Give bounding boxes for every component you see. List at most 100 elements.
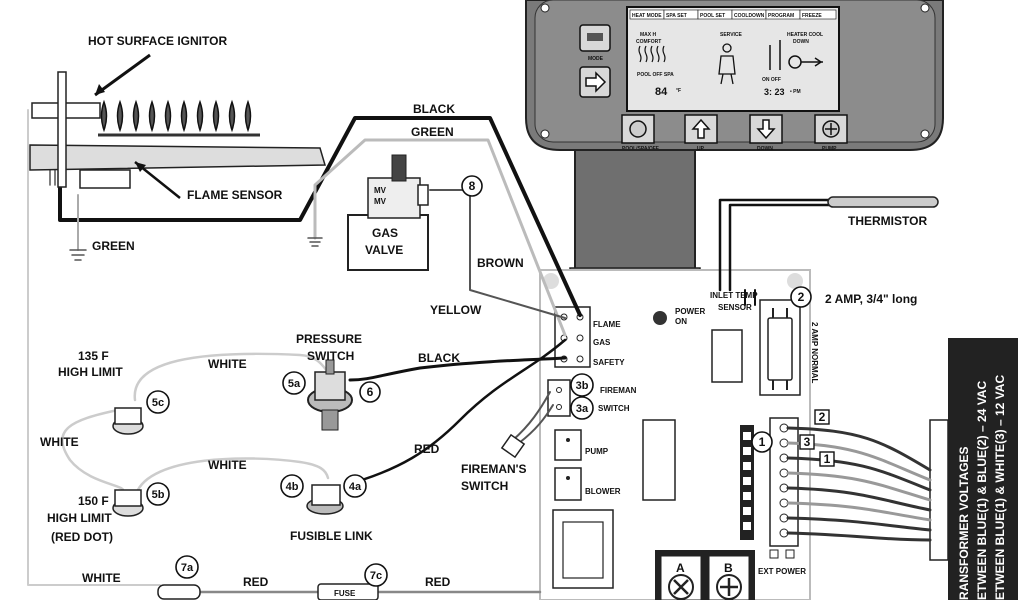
callout-1: 1 <box>759 435 766 449</box>
transformer <box>929 338 1018 600</box>
callout-3b: 3b <box>576 380 589 392</box>
white-wire-label-bottom: WHITE <box>82 571 121 585</box>
callout-8: 8 <box>469 179 476 193</box>
up-label: UP <box>697 146 705 152</box>
callouts <box>146 175 812 587</box>
gas-valve <box>347 154 429 271</box>
terminal-number-boxes <box>799 409 835 467</box>
high-limit-150-label-line1: 150 F <box>78 494 109 508</box>
gas-valve-label-line1: GAS <box>372 226 398 240</box>
inline-fuse <box>317 583 379 600</box>
terminal-block-fireman <box>547 379 571 417</box>
inlet-temp-label-line1: INLET TEMP <box>710 291 758 300</box>
transformer-voltages-line3: ETWEEN BLUE(1) & WHITE(3) – 12 VAC <box>993 375 1007 600</box>
callout-5b: 5b <box>152 489 165 501</box>
fireman-switch-label-line1: FIREMAN <box>600 386 637 395</box>
power-on-label-line1: POWER <box>675 307 705 316</box>
terminal-flame-label: FLAME <box>593 320 621 329</box>
control-board: POWER ON FLAME GAS SAFETY FIREMAN SWITCH <box>539 269 819 600</box>
control-display-unit: HEAT MODE SPA SET POOL SET COOLDOWN PROG… <box>525 0 944 279</box>
red-wire-label-bottom-2: RED <box>425 575 451 589</box>
black-wire-label-mid: BLACK <box>418 351 460 365</box>
callout-4b: 4b <box>286 481 299 493</box>
ext-power-label: EXT POWER <box>758 567 806 576</box>
screen-tab: PROGRAM <box>768 13 794 19</box>
screen-temp-unit: °F <box>676 88 681 94</box>
white-wire-label-left: WHITE <box>40 435 79 449</box>
hot-surface-ignitor-label: HOT SURFACE IGNITOR <box>88 34 227 48</box>
firemans-switch-label-line1: FIREMAN'S <box>461 462 527 476</box>
brown-wire-label: BROWN <box>477 256 524 270</box>
white-wire-label-2: WHITE <box>208 458 247 472</box>
arrow-down-icon <box>756 119 776 140</box>
screen-temperature: 84 <box>655 86 668 98</box>
plus-icon <box>720 578 738 596</box>
ignitor-pointer-arrow <box>94 53 151 97</box>
blower-label: BLOWER <box>585 487 621 496</box>
screen-tab: POOL SET <box>700 13 725 19</box>
inline-connector-7a <box>157 584 201 600</box>
red-wire-label-mid: RED <box>414 442 440 456</box>
screen-tabs: HEAT MODE SPA SET POOL SET COOLDOWN PROG… <box>629 9 837 20</box>
mode-button-label: MODE <box>588 56 604 62</box>
screen-tab: FREEZE <box>802 13 822 19</box>
pump-button[interactable] <box>814 114 848 144</box>
mv-label-bottom: MV <box>374 197 387 206</box>
inlet-temp-label-line2: SENSOR <box>718 303 752 312</box>
burner-flames <box>100 99 252 133</box>
screen-col1-line1: MAX H <box>640 32 657 38</box>
pump-relay <box>554 429 582 461</box>
pressure-switch-label-line1: PRESSURE <box>296 332 362 346</box>
screen-col3-line1: HEATER COOL <box>787 32 823 38</box>
amp-normal-label: 2 AMP NORMAL <box>810 322 819 383</box>
screen-tab: SPA SET <box>666 13 687 19</box>
green-ground-label: GREEN <box>92 239 135 253</box>
pump-label: PUMP <box>585 447 609 456</box>
firemans-switch-connector <box>500 433 526 459</box>
terminal-safety-label: SAFETY <box>593 358 625 367</box>
wires <box>27 109 939 594</box>
arrow-right-icon <box>585 71 607 93</box>
pressure-switch-label-line2: SWITCH <box>307 349 354 363</box>
callout-7c: 7c <box>370 570 382 582</box>
board-fuse-holder <box>759 299 801 396</box>
white-wire-label-1: WHITE <box>208 357 247 371</box>
high-limit-150-switch <box>112 489 144 517</box>
screen-on-off: ON OFF <box>762 77 781 83</box>
power-on-led <box>653 311 667 325</box>
screen-mode-row: POOL OFF SPA <box>637 72 674 78</box>
screen-clock: 3: 23 <box>764 87 785 97</box>
screen-tab: COOLDOWN <box>734 13 765 19</box>
transformer-voltages-line1: RANSFORMER VOLTAGES <box>957 446 971 600</box>
high-limit-135-label-line1: 135 F <box>78 349 109 363</box>
terminal-box-1: 1 <box>824 452 831 466</box>
callout-4a: 4a <box>349 481 362 493</box>
plus-icon <box>825 123 837 135</box>
high-limit-150-label-line3: (RED DOT) <box>51 530 113 544</box>
thermistor-label: THERMISTOR <box>848 214 927 228</box>
transformer-voltages-line2: ETWEEN BLUE(1) & BLUE(2) – 24 VAC <box>975 381 989 600</box>
callout-7a: 7a <box>181 562 194 574</box>
fusible-link <box>306 484 344 515</box>
pressure-switch <box>307 359 353 431</box>
terminal-gas-label: GAS <box>593 338 611 347</box>
arrow-up-icon <box>691 118 711 139</box>
screen-ampm: • PM <box>790 89 801 95</box>
green-wire-label-top: GREEN <box>411 125 454 139</box>
blower-relay <box>554 467 582 501</box>
callout-6: 6 <box>367 385 374 399</box>
terminal-box-3: 3 <box>804 435 811 449</box>
flame-sensor-label: FLAME SENSOR <box>187 188 283 202</box>
service-person-icon <box>718 43 736 85</box>
screen-tab: HEAT MODE <box>632 13 662 19</box>
callout-5a: 5a <box>288 378 301 390</box>
mv-label-top: MV <box>374 186 387 195</box>
terminal-a-label: A <box>676 561 685 575</box>
screen-col3-line2: DOWN <box>793 39 809 45</box>
high-limit-135-label-line2: HIGH LIMIT <box>58 365 123 379</box>
display-mount-neck <box>574 149 696 276</box>
high-limit-135-switch <box>112 407 144 435</box>
callout-5c: 5c <box>152 397 164 409</box>
pump-label: PUMP <box>822 146 837 152</box>
